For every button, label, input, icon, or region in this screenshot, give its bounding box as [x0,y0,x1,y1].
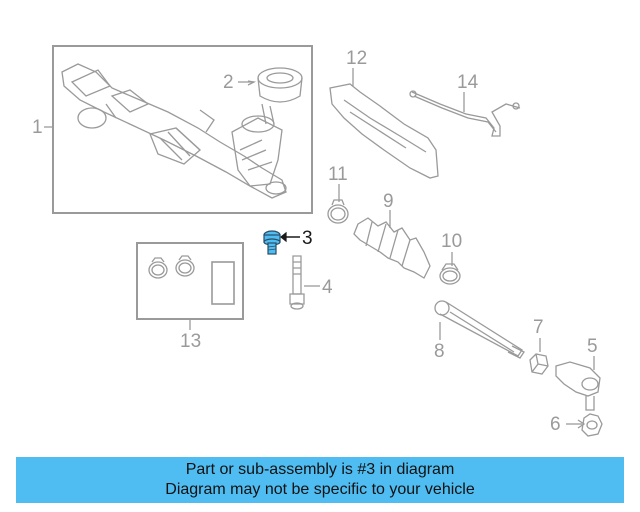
banner-line-2: Diagram may not be specific to your vehi… [165,481,475,498]
banner-line-1: Part or sub-assembly is #3 in diagram [185,461,455,478]
grommet-part-2 [238,67,303,103]
clamp-part-11 [327,184,349,224]
callout-7: 7 [533,317,544,338]
callout-13: 13 [180,331,202,352]
steering-rack-assembly-part-1 [44,45,313,214]
callout-11: 11 [328,164,348,185]
callout-9: 9 [383,191,394,212]
tie-rod-end-part-5 [555,356,601,411]
tie-rod-part-8 [434,300,525,359]
nut-part-7 [529,338,549,375]
line-part-14 [409,90,521,137]
heat-shield-part-12 [329,68,439,179]
callout-3: 3 [302,228,313,249]
callout-14: 14 [457,72,479,93]
bolt-part-3 [263,230,300,255]
clamp-part-10 [439,252,461,285]
boot-part-9 [353,210,431,279]
callout-1: 1 [32,117,43,138]
callout-6: 6 [550,414,561,435]
callout-5: 5 [587,336,598,357]
kit-part-13 [136,242,244,330]
callout-2: 2 [223,72,234,93]
nut-part-6 [566,413,603,437]
callout-10: 10 [441,231,463,252]
callout-4: 4 [322,277,333,298]
long-bolt-part-4 [289,255,320,310]
info-banner: Part or sub-assembly is #3 in diagram Di… [16,457,624,503]
callout-12: 12 [346,48,368,69]
callout-8: 8 [434,341,445,362]
